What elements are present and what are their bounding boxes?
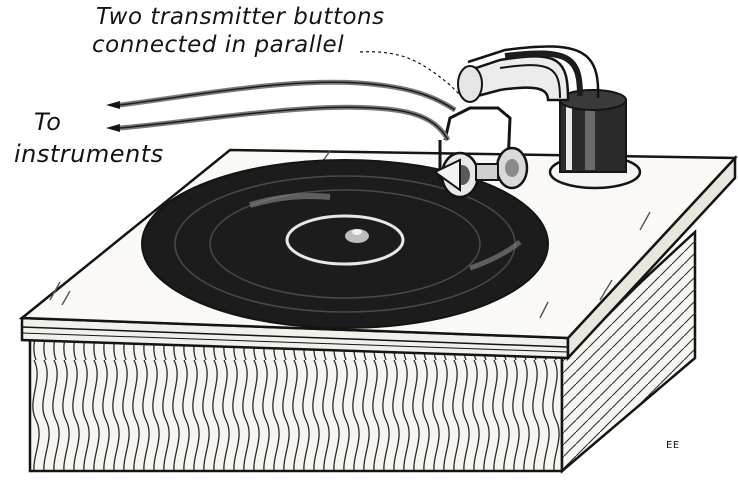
lead-wires	[106, 79, 457, 142]
label-to: To	[34, 108, 62, 136]
transmitter-buttons	[433, 146, 529, 199]
sound-box	[433, 106, 529, 199]
artist-signature: EE	[666, 440, 680, 451]
tone-arm	[457, 45, 642, 190]
leader-line	[359, 51, 466, 101]
turntable-record	[141, 159, 549, 329]
label-transmitter-buttons: Two transmitter buttons	[96, 4, 385, 30]
label-connected-in-parallel: connected in parallel	[92, 32, 345, 58]
label-instruments: instruments	[14, 140, 164, 168]
